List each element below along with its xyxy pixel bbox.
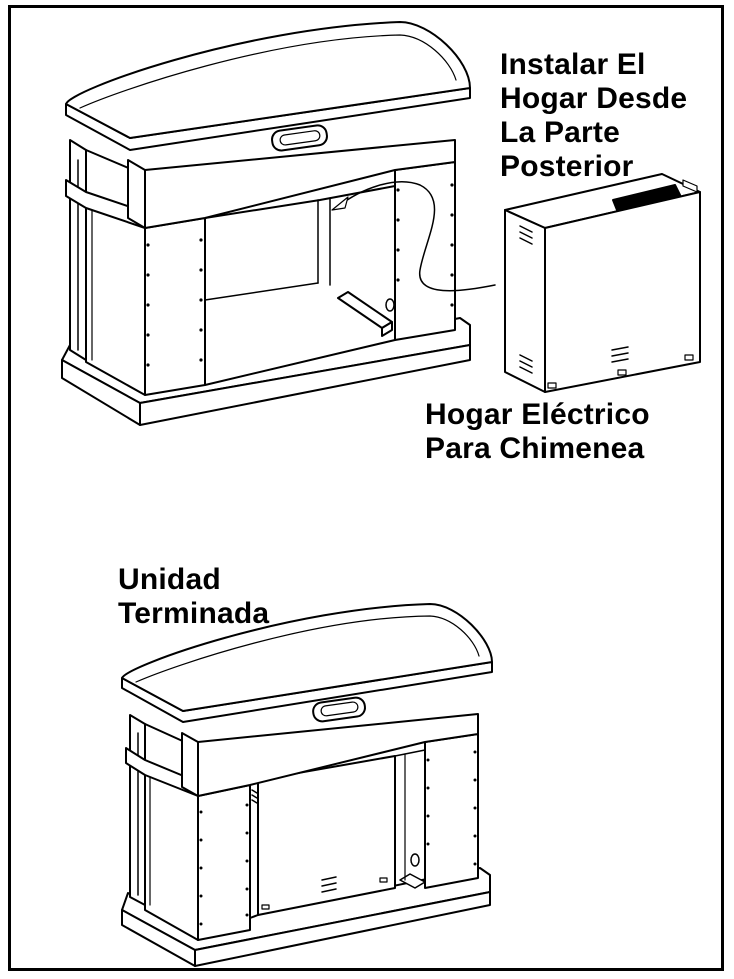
install-arrow (339, 181, 496, 292)
finished-unit-label: Unidad Terminada (118, 563, 270, 630)
mantel-top (65, 21, 471, 139)
electric-insert-drawing (504, 173, 701, 393)
electric-hearth-label: Hogar Eléctrico Para Chimenea (425, 398, 650, 465)
insert-top-vent (612, 184, 681, 211)
install-from-rear-label: Instalar El Hogar Desde La Parte Posteri… (500, 48, 688, 183)
